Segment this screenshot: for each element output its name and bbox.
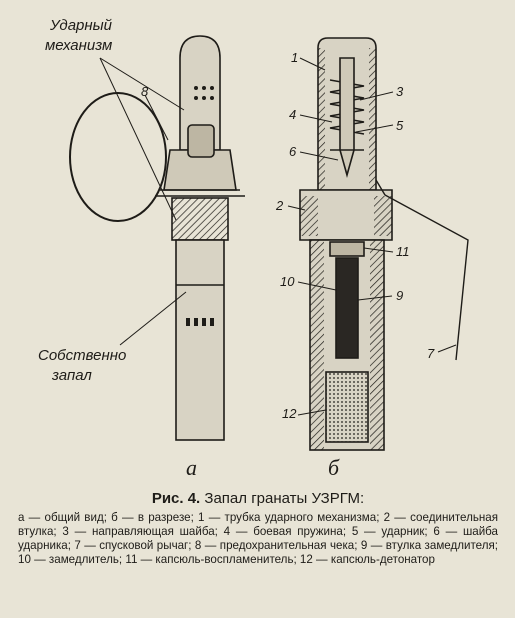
striker — [339, 57, 355, 178]
fuze-body — [175, 239, 225, 441]
callout-1: 1 — [291, 50, 298, 65]
callout-7: 7 — [427, 346, 435, 361]
safety-lever — [375, 179, 469, 361]
caption-title: Рис. 4. Запал гранаты УЗРГМ: — [18, 490, 498, 507]
view-b-section — [287, 37, 469, 451]
pull-ring — [69, 92, 167, 222]
fuze-illustration: Ударный механизм 8 Собственно запал а — [38, 17, 469, 480]
label-zapal: запал — [51, 367, 92, 384]
callout-10: 10 — [280, 274, 295, 289]
callout-5: 5 — [396, 118, 404, 133]
callout-3: 3 — [396, 84, 404, 99]
label-sobstvenno: Собственно — [38, 347, 126, 364]
callout-12: 12 — [282, 406, 297, 421]
figure-title: Запал гранаты УЗРГМ: — [204, 490, 365, 507]
detonator-capsule — [325, 371, 369, 443]
callout-8: 8 — [141, 84, 149, 99]
caption-legend: а — общий вид; б — в разрезе; 1 — трубка… — [18, 511, 498, 566]
section-callouts: 1 3 4 5 6 2 11 10 9 7 12 — [275, 50, 435, 421]
delay-element — [335, 257, 359, 359]
figure-number: Рис. 4. — [151, 490, 201, 507]
callout-11: 11 — [396, 244, 410, 259]
label-udarny: Ударный — [49, 17, 113, 34]
subfigure-b-label: б — [328, 455, 340, 480]
figure-caption: Рис. 4. Запал гранаты УЗРГМ: а — общий в… — [18, 490, 498, 567]
striker-tube — [179, 35, 221, 151]
subfigure-a-label: а — [186, 455, 197, 480]
callout-2: 2 — [275, 198, 284, 213]
view-a-general — [69, 35, 245, 441]
callout-4: 4 — [289, 107, 296, 122]
callout-9: 9 — [396, 288, 403, 303]
label-mekhanizm: механизм — [45, 37, 112, 54]
callout-6: 6 — [289, 144, 297, 159]
